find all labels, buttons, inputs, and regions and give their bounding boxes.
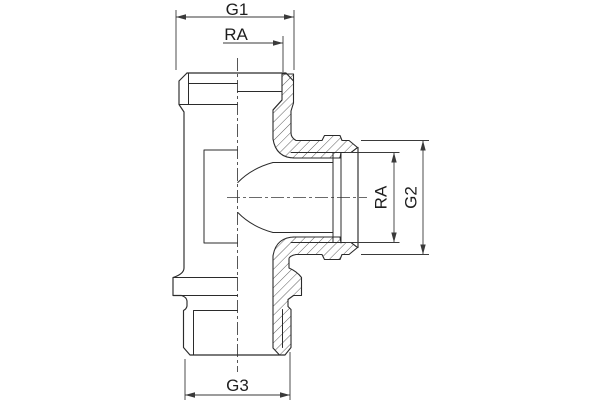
ra-right-arrow-bottom bbox=[391, 232, 397, 243]
g1-arrow-left bbox=[176, 14, 186, 20]
ra-right-extension-lines bbox=[345, 152, 400, 243]
branch-thread-minor bbox=[292, 157, 341, 238]
fitting-outline-top bbox=[186, 72, 295, 82]
top-counterbore-step bbox=[237, 91, 283, 111]
fitting-outline-left bbox=[172, 72, 286, 356]
g3-arrow-left bbox=[185, 392, 195, 398]
dimension-ra-right: RA bbox=[345, 152, 400, 243]
g2-extension-lines bbox=[361, 140, 429, 255]
g1-extension-lines bbox=[175, 10, 295, 70]
dimension-ra-top: RA bbox=[223, 25, 284, 72]
g1-arrow-right bbox=[284, 14, 294, 20]
ra-top-label: RA bbox=[224, 25, 248, 44]
ra-right-label: RA bbox=[372, 185, 391, 209]
collar-edges bbox=[172, 277, 238, 296]
dimension-g2: G2 bbox=[361, 140, 429, 255]
g3-arrow-right bbox=[280, 392, 290, 398]
g3-label: G3 bbox=[226, 376, 249, 395]
ra-top-arrow bbox=[273, 40, 283, 46]
g2-label: G2 bbox=[402, 186, 421, 209]
section-hatch-upper bbox=[272, 73, 359, 159]
branch-cone-upper bbox=[237, 162, 274, 183]
branch-cone-lower bbox=[237, 212, 274, 233]
body-window-rect bbox=[203, 149, 238, 244]
g2-arrow-top bbox=[420, 140, 426, 151]
branch-mouth-grooves bbox=[332, 152, 342, 244]
ra-right-arrow-top bbox=[391, 152, 397, 163]
dimension-g1: G1 bbox=[175, 0, 295, 70]
dimension-g3: G3 bbox=[184, 352, 291, 400]
g2-arrow-bottom bbox=[420, 244, 426, 255]
section-hatch-lower bbox=[272, 236, 359, 356]
male-thread-minor-left bbox=[193, 310, 238, 356]
branch-bore-lines bbox=[272, 162, 334, 233]
g3-extension-lines bbox=[184, 352, 291, 400]
g1-label: G1 bbox=[226, 0, 249, 19]
